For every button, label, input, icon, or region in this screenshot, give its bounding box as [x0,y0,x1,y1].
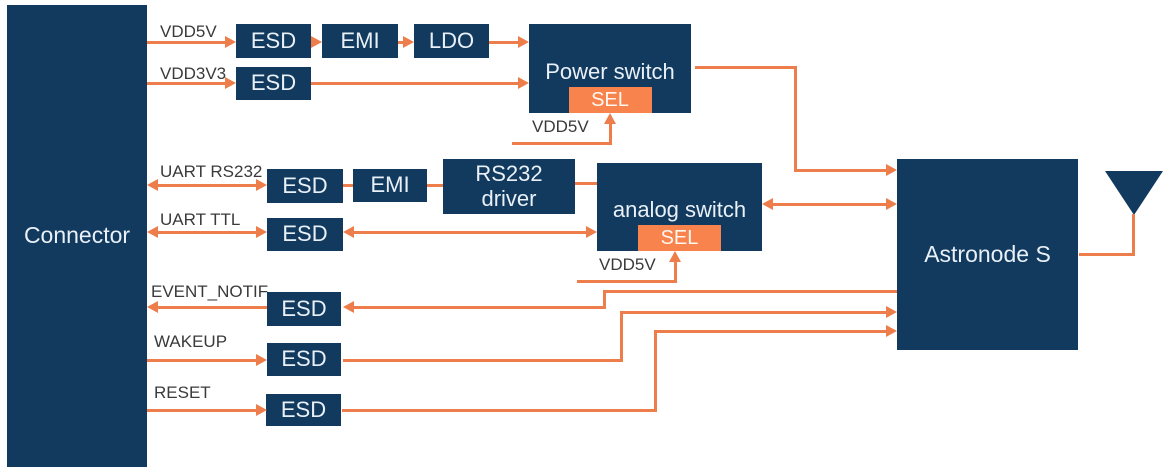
net-label-wakeup: WAKEUP [154,332,228,351]
esd-block-event-notif: ESD [267,292,341,326]
astronode-label: Astronode S [924,240,1051,267]
wire-event-notif [603,290,606,309]
net-label-reset: RESET [154,383,211,402]
arrowhead [886,325,897,337]
wire-astronode-antenna [1132,214,1135,256]
antenna-icon [1105,171,1163,215]
arrowhead [311,36,322,48]
wire-reset [147,409,256,412]
wire-vdd5v-sel-stub [674,261,677,282]
wire-reset [657,330,887,333]
emi-block-vdd5v: EMI [322,24,398,58]
wire-wakeup [620,311,623,362]
wire-analogswitch-astronode [773,203,886,206]
esd-block-reset: ESD [266,394,341,426]
arrowhead [762,198,773,210]
wire-wakeup [343,359,623,362]
ldo-label: LDO [428,27,475,53]
wire-esd-powerswitch [311,82,518,85]
arrowhead [225,36,236,48]
wire-astronode-antenna [1079,253,1135,256]
esd-block-wakeup: ESD [267,343,341,376]
esd-label: ESD [281,346,327,372]
connector-block: Connector [7,5,147,467]
power-switch-block: Power switch SEL [529,24,691,113]
arrowhead [256,354,267,366]
net-label-vdd3v3: VDD3V3 [160,64,227,83]
esd-block-vdd3v3: ESD [236,67,311,100]
arrowhead [343,226,354,238]
arrowhead [225,77,236,89]
arrowhead [886,164,897,176]
arrowhead [518,36,529,48]
wire-powerswitch-astronode [794,66,797,172]
arrowhead [586,226,597,238]
esd-label: ESD [281,295,327,321]
net-label-vdd5v: VDD5V [160,22,217,41]
wire-powerswitch-astronode [797,169,886,172]
sel-badge-analog-switch: SEL [638,225,721,251]
arrowhead [518,77,529,89]
wire-rs232driver-analogswitch [575,182,597,185]
wire-esd-emi [343,184,353,187]
sel-badge-power-switch: SEL [568,87,652,113]
analog-switch-label: analog switch [612,196,747,222]
esd-label: ESD [250,70,297,96]
net-label-event-notif: EVENT_NOTIF [151,282,269,301]
power-switch-label: Power switch [545,58,675,84]
esd-label: ESD [280,396,327,422]
wire-wakeup [147,359,256,362]
arrowhead [886,306,897,318]
emi-label: EMI [340,27,380,53]
esd-block-uart-ttl: ESD [267,218,343,251]
esd-block-vdd5v: ESD [236,24,311,58]
wire-vdd3v3 [147,82,225,85]
connector-label: Connector [23,222,131,249]
arrowhead [147,226,158,238]
arrowhead [669,251,681,262]
arrowhead [256,404,267,416]
wire-emi-ldo [398,41,404,44]
arrowhead [604,113,616,124]
wire-emi-rs232driver [427,184,443,187]
arrowhead [256,179,267,191]
arrowhead [886,198,897,210]
wire-reset [654,330,657,412]
wire-reset [342,409,657,412]
wire-ldo-powerswitch [489,41,518,44]
wire-vdd5v-sel-stub [512,142,612,145]
analog-switch-block: analog switch SEL [597,163,762,251]
wire-vdd5v [147,41,225,44]
esd-label: ESD [282,221,328,247]
arrowhead [256,226,267,238]
wire-wakeup [623,311,886,314]
astronode-block: Astronode S [897,159,1078,350]
arrowhead [147,179,158,191]
rs232-driver-label: RS232 driver [475,161,543,211]
wire-uart-rs232 [158,184,256,187]
wire-vdd5v-sel-stub [609,123,612,144]
net-label-uart-ttl: UART TTL [160,210,241,229]
emi-block-uart-rs232: EMI [353,169,427,202]
arrowhead [343,301,354,313]
rs232-driver-block: RS232 driver [443,159,575,214]
wire-vdd5v-sel-stub [577,280,677,283]
wire-event-notif [354,306,605,309]
net-label-uart-rs232: UART RS232 [160,162,263,181]
net-label-vdd5v-analogswitch: VDD5V [599,255,656,274]
wire-event-notif [158,306,267,309]
emi-label: EMI [370,172,410,198]
arrowhead [403,36,414,48]
net-label-vdd5v-powerswitch: VDD5V [532,117,589,136]
esd-block-uart-rs232: ESD [267,169,343,203]
wire-esd-analogswitch [354,231,586,234]
wire-uart-ttl [158,231,256,234]
esd-label: ESD [282,172,328,198]
wire-powerswitch-astronode [695,66,797,69]
wire-event-notif [605,290,897,293]
esd-label: ESD [250,27,297,53]
ldo-block: LDO [414,24,489,58]
arrowhead [147,301,158,313]
